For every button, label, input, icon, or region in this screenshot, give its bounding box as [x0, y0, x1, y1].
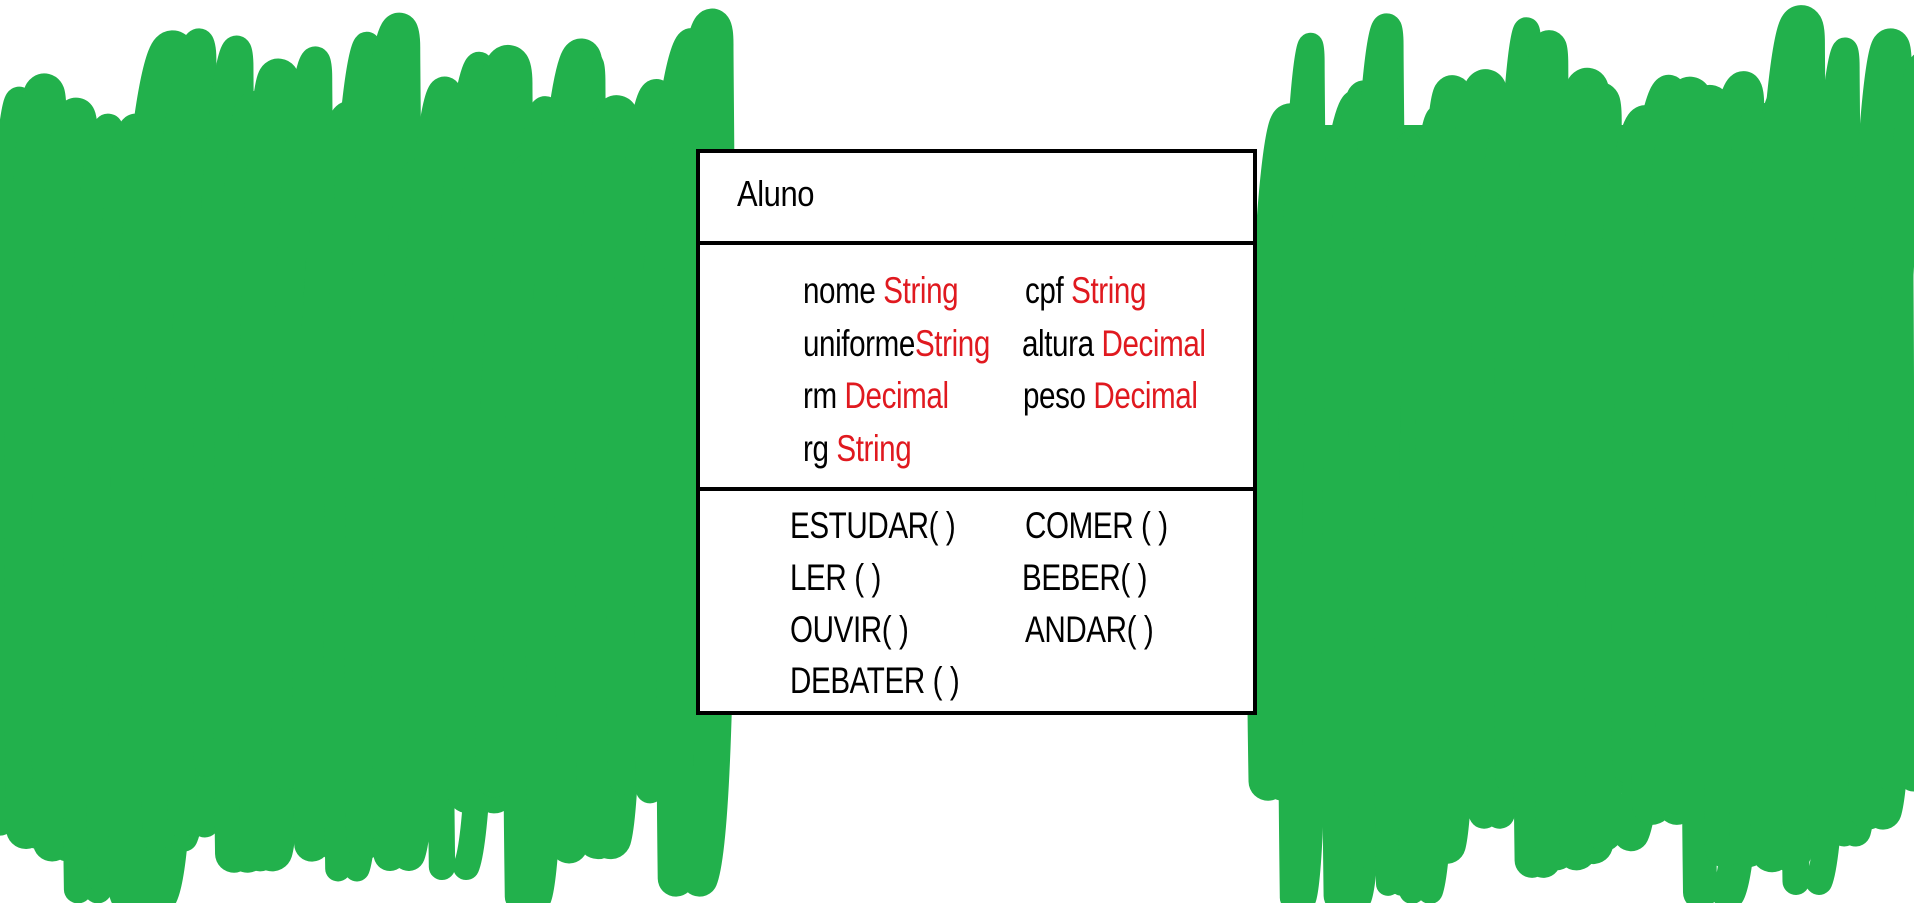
attribute-altura: altura Decimal	[1022, 323, 1206, 364]
method-ler: LER ( )	[790, 557, 881, 598]
attribute-cpf: cpf String	[1025, 270, 1147, 311]
method-comer: COMER ( )	[1025, 505, 1168, 546]
attribute-uniforme: uniformeString	[803, 323, 990, 364]
method-estudar: ESTUDAR( )	[790, 505, 956, 546]
method-ouvir: OUVIR( )	[790, 609, 909, 650]
attribute-rm: rm Decimal	[803, 375, 949, 416]
attribute-rg: rg String	[803, 428, 912, 469]
uml-class-box: Aluno nome String cpf String uniformeStr…	[696, 149, 1257, 715]
attribute-peso: peso Decimal	[1023, 375, 1198, 416]
method-andar: ANDAR( )	[1025, 609, 1154, 650]
method-debater: DEBATER ( )	[790, 660, 960, 701]
header-divider	[700, 241, 1253, 245]
attribute-nome: nome String	[803, 270, 959, 311]
class-name: Aluno	[737, 173, 815, 214]
method-beber: BEBER( )	[1022, 557, 1148, 598]
attributes-divider	[700, 487, 1253, 491]
